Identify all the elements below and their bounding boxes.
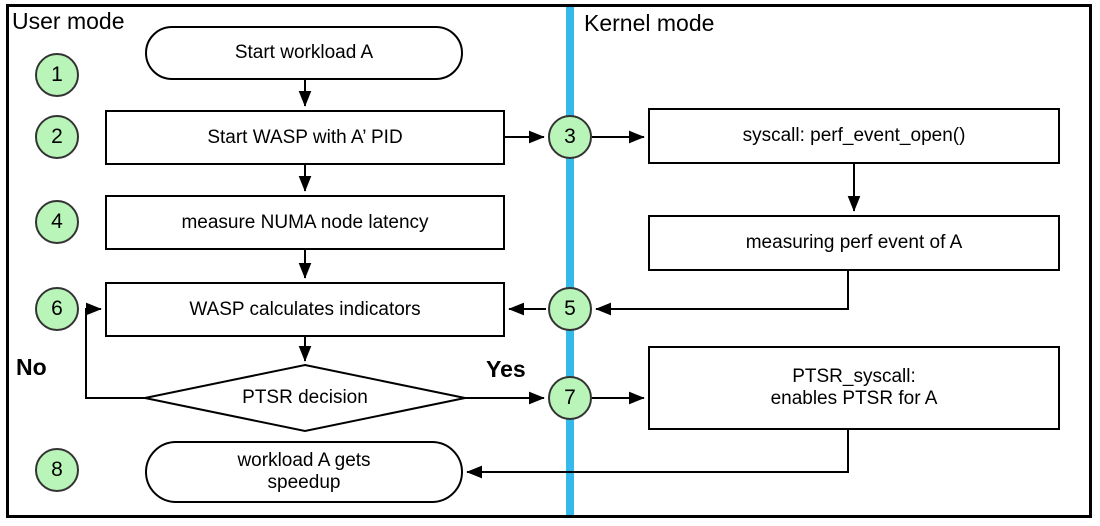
node-ptsr-syscall-line2: enables PTSR for A (770, 388, 938, 409)
node-start-wasp: Start WASP with A’ PID (105, 110, 505, 165)
node-syscall-perf-event-open: syscall: perf_event_open() (648, 108, 1060, 164)
node-ptsr-syscall: PTSR_syscall: enables PTSR for A (648, 346, 1060, 430)
step-circle-3: 3 (548, 115, 592, 159)
arrow-ptsr-to-speedup (466, 430, 849, 479)
step-circle-5: 5 (548, 287, 592, 331)
mode-divider-line (566, 7, 574, 515)
diagram-border (6, 4, 1092, 518)
node-measure-numa: measure NUMA node latency (105, 195, 505, 250)
node-measuring-perf-event: measuring perf event of A (648, 215, 1060, 271)
user-mode-label: User mode (12, 8, 125, 34)
step-circle-6: 6 (35, 287, 79, 331)
node-workload-speedup-line1: workload A gets (237, 450, 371, 472)
node-workload-speedup: workload A gets speedup (145, 441, 463, 503)
arrow-measuring-to-step5 (595, 271, 849, 316)
step-circle-7: 7 (548, 376, 592, 420)
node-ptsr-syscall-line1: PTSR_syscall: (792, 366, 916, 388)
node-wasp-calculates: WASP calculates indicators (105, 282, 505, 337)
step-circle-8: 8 (35, 448, 79, 492)
node-workload-speedup-line2: speedup (267, 472, 341, 493)
step-circle-2: 2 (35, 115, 79, 159)
step-circle-1: 1 (35, 53, 79, 97)
arrow-decision-no-loop (85, 302, 145, 399)
decision-diamond-shape (144, 363, 466, 433)
branch-yes-label: Yes (486, 356, 526, 382)
kernel-mode-label: Kernel mode (584, 10, 715, 36)
node-ptsr-decision: PTSR decision (242, 387, 368, 408)
node-start-workload: Start workload A (145, 26, 463, 80)
step-circle-4: 4 (35, 200, 79, 244)
branch-no-label: No (16, 354, 47, 380)
